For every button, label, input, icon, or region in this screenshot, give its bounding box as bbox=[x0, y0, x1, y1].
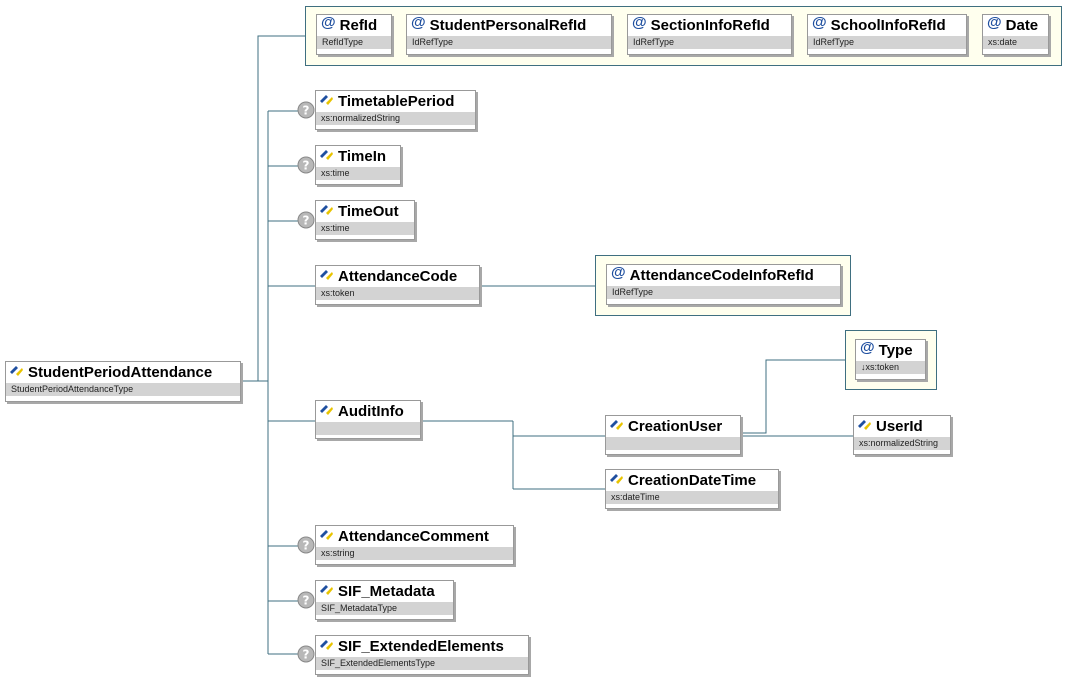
element-icon bbox=[320, 638, 333, 651]
element-icon bbox=[320, 583, 333, 596]
question-mark-icon: ? bbox=[297, 536, 315, 554]
element-icon bbox=[320, 268, 333, 281]
element-icon bbox=[610, 472, 623, 485]
element-auditinfo[interactable]: AuditInfo bbox=[315, 400, 421, 439]
svg-text:?: ? bbox=[303, 104, 310, 118]
attribute-attendancecodeinforefid[interactable]: @AttendanceCodeInfoRefId IdRefType bbox=[606, 264, 841, 305]
element-timeout[interactable]: TimeOut xs:time bbox=[315, 200, 415, 240]
attribute-studentpersonalrefid[interactable]: @StudentPersonalRefId IdRefType bbox=[406, 14, 612, 55]
svg-text:?: ? bbox=[303, 214, 310, 228]
at-sign-icon: @ bbox=[987, 14, 1002, 31]
element-creationuser[interactable]: CreationUser bbox=[605, 415, 741, 455]
question-mark-icon: ? bbox=[297, 101, 315, 119]
svg-text:?: ? bbox=[303, 648, 310, 662]
element-icon bbox=[320, 403, 333, 416]
element-sif-metadata[interactable]: SIF_Metadata SIF_MetadataType bbox=[315, 580, 454, 620]
question-mark-icon: ? bbox=[297, 591, 315, 609]
at-sign-icon: @ bbox=[321, 14, 336, 31]
element-attendancecode[interactable]: AttendanceCode xs:token bbox=[315, 265, 480, 305]
root-element-studentperiodattendance[interactable]: StudentPeriodAttendance StudentPeriodAtt… bbox=[5, 361, 241, 402]
at-sign-icon: @ bbox=[632, 14, 647, 31]
element-icon bbox=[320, 93, 333, 106]
attribute-refid[interactable]: @RefId RefIdType bbox=[316, 14, 392, 55]
svg-text:?: ? bbox=[303, 159, 310, 173]
question-mark-icon: ? bbox=[297, 645, 315, 663]
element-timein[interactable]: TimeIn xs:time bbox=[315, 145, 401, 185]
element-icon bbox=[320, 528, 333, 541]
element-userid[interactable]: UserId xs:normalizedString bbox=[853, 415, 951, 455]
at-sign-icon: @ bbox=[860, 339, 875, 356]
attribute-sectioninforefid[interactable]: @SectionInfoRefId IdRefType bbox=[627, 14, 792, 55]
at-sign-icon: @ bbox=[611, 264, 626, 281]
question-mark-icon: ? bbox=[297, 211, 315, 229]
element-attendancecomment[interactable]: AttendanceComment xs:string bbox=[315, 525, 514, 565]
element-creationdatetime[interactable]: CreationDateTime xs:dateTime bbox=[605, 469, 779, 509]
question-mark-icon: ? bbox=[297, 156, 315, 174]
element-icon bbox=[320, 148, 333, 161]
element-icon bbox=[320, 203, 333, 216]
attribute-date[interactable]: @Date xs:date bbox=[982, 14, 1049, 55]
at-sign-icon: @ bbox=[411, 14, 426, 31]
element-timetableperiod[interactable]: TimetablePeriod xs:normalizedString bbox=[315, 90, 476, 130]
attribute-type[interactable]: @Type ↓xs:token bbox=[855, 339, 926, 380]
attribute-schoolinforefid[interactable]: @SchoolInfoRefId IdRefType bbox=[807, 14, 967, 55]
at-sign-icon: @ bbox=[812, 14, 827, 31]
element-icon bbox=[858, 418, 871, 431]
element-sif-extendedelements[interactable]: SIF_ExtendedElements SIF_ExtendedElement… bbox=[315, 635, 529, 675]
svg-text:?: ? bbox=[303, 539, 310, 553]
svg-text:?: ? bbox=[303, 594, 310, 608]
element-icon bbox=[610, 418, 623, 431]
element-icon bbox=[10, 364, 23, 377]
